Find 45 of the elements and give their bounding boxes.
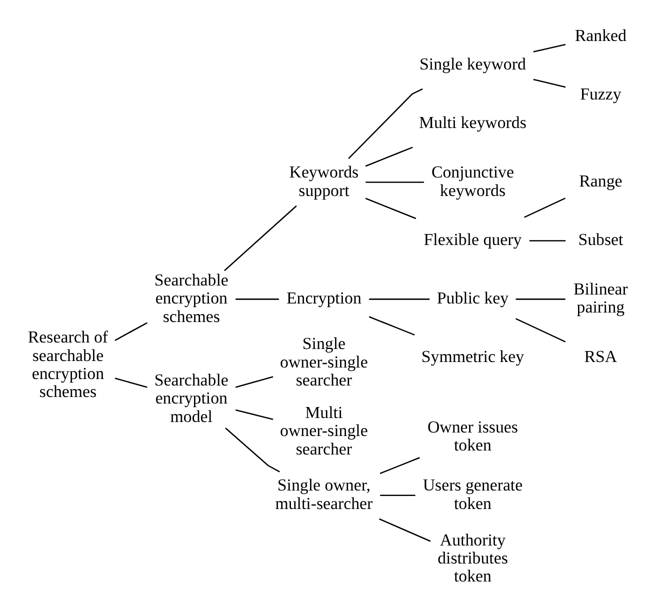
node-text: Single owner, multi-searcher: [275, 476, 373, 513]
node-text: Research of searchable encryption schemes: [28, 328, 108, 402]
connector: [369, 298, 430, 300]
connector: [236, 298, 279, 300]
node-text: Conjunctive keywords: [431, 162, 514, 200]
node-text: Single owner-single searcher: [280, 334, 368, 390]
node-text: Public key: [436, 288, 509, 308]
node-text: Owner issues token: [427, 417, 518, 454]
connector: [114, 322, 148, 341]
connector: [348, 88, 423, 160]
connector: [365, 198, 416, 220]
node-text: Subset: [578, 230, 624, 250]
connector: [366, 182, 424, 183]
node-text: Searchable encryption model: [154, 370, 228, 426]
connector: [365, 146, 413, 167]
connector: [529, 240, 566, 242]
node-text: Flexible query: [424, 230, 522, 250]
connector: [524, 198, 566, 218]
connector: [235, 376, 274, 388]
node-text: Users generate token: [422, 476, 523, 513]
connector: [368, 316, 415, 336]
connector: [380, 457, 420, 474]
node-text: Multi keywords: [419, 113, 526, 132]
connector: [516, 318, 566, 342]
connector: [114, 378, 148, 388]
node-text: Encryption: [286, 288, 362, 308]
connector: [533, 44, 566, 52]
node-text: Bilinear pairing: [574, 280, 628, 317]
node-text: Searchable encryption schemes: [154, 270, 228, 326]
node-text: Fuzzy: [580, 84, 622, 104]
node-text: Symmetric key: [421, 347, 524, 366]
node-text: RSA: [584, 347, 618, 366]
connector: [225, 428, 280, 472]
connector: [533, 78, 566, 88]
connector: [379, 518, 431, 542]
node-text: Single keyword: [420, 54, 526, 74]
connector: [380, 494, 416, 496]
node-text: Range: [579, 172, 622, 191]
connector: [235, 409, 274, 420]
node-text: Multi owner-single searcher: [280, 402, 368, 458]
connector: [516, 298, 566, 300]
node-text: Authority distributes token: [438, 530, 508, 586]
node-text: Ranked: [574, 26, 626, 46]
node-text: Keywords support: [289, 162, 359, 200]
connector: [224, 205, 297, 272]
